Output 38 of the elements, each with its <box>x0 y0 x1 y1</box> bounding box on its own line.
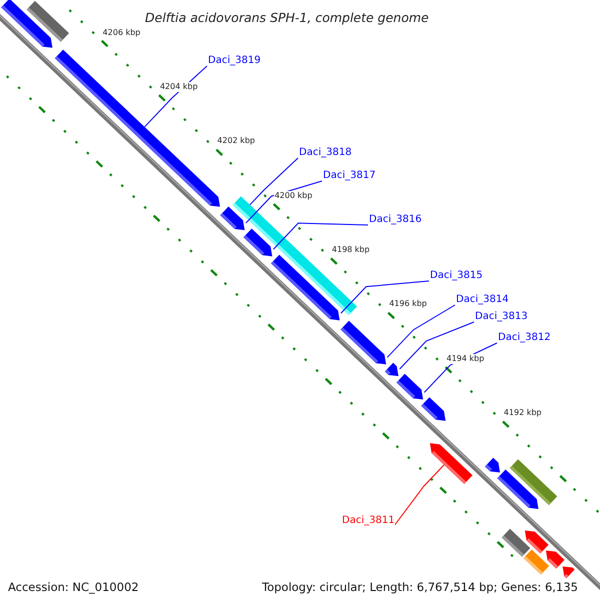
gene-block <box>562 566 575 578</box>
gene-label: Daci_3816 <box>369 214 422 226</box>
leader-line <box>386 304 456 358</box>
gene-block <box>1 0 52 48</box>
gene-label: Daci_3814 <box>456 294 509 306</box>
gene-label: Daci_3818 <box>299 147 352 159</box>
footer-text: Accession: NC_010002 <box>8 580 139 594</box>
position-label: 4206 kbp <box>102 28 142 38</box>
gene-block <box>502 528 530 557</box>
position-label: 4192 kbp <box>502 408 542 418</box>
position-label: 4198 kbp <box>330 245 371 256</box>
leader-line <box>249 158 298 206</box>
gene-label: Daci_3811 <box>342 515 395 527</box>
gene-block <box>484 458 500 472</box>
gene-block <box>523 549 550 575</box>
gene-block <box>384 362 398 376</box>
position-label: 4196 kbp <box>388 299 428 310</box>
gene-label: Daci_3819 <box>208 55 261 67</box>
gene-label: Daci_3817 <box>323 170 376 182</box>
position-label: 4204 kbp <box>158 82 199 92</box>
leader-line <box>394 464 445 526</box>
gene-label: Daci_3813 <box>475 311 528 323</box>
gene-block <box>340 320 386 364</box>
gene-label: Daci_3812 <box>498 332 551 344</box>
footer-text: Topology: circular; Length: 6,767,514 bp; Genes: 6,135 <box>262 580 578 594</box>
leader-line <box>340 280 430 314</box>
gene-block <box>546 550 565 569</box>
position-label: 4194 kbp <box>446 354 486 364</box>
gene-label: Daci_3815 <box>430 270 483 282</box>
title: Delftia acidovorans SPH-1, complete genome <box>145 10 429 25</box>
leader-line <box>399 322 474 370</box>
gene-block <box>510 459 558 506</box>
gene-block <box>396 374 424 400</box>
gene-block <box>430 443 472 484</box>
leader-line <box>272 222 368 250</box>
position-label: 4200 kbp <box>274 190 314 201</box>
position-label: 4202 kbp <box>216 136 256 146</box>
gene-block <box>421 397 446 421</box>
